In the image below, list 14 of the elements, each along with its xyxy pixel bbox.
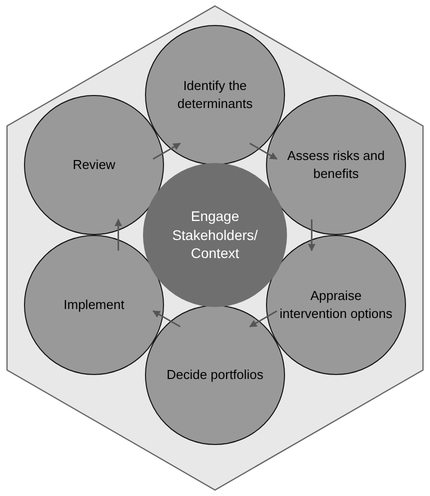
arrow xyxy=(308,219,316,252)
hexagon-background xyxy=(7,6,423,490)
arrow xyxy=(152,310,181,328)
arrow xyxy=(114,218,122,251)
step-label: Engage Stakeholders/ Context xyxy=(171,206,259,264)
arrow xyxy=(249,142,278,160)
arrow xyxy=(152,142,181,160)
step-label: Decide portfolios xyxy=(166,366,264,384)
step-label: Review xyxy=(72,156,116,174)
step-label: Assess risks and benefits xyxy=(286,147,386,183)
step-label: Implement xyxy=(62,296,126,314)
step-label: Appraise intervention options xyxy=(278,287,394,323)
arrow xyxy=(249,310,278,328)
step-label: Identify the determinants xyxy=(176,77,254,113)
